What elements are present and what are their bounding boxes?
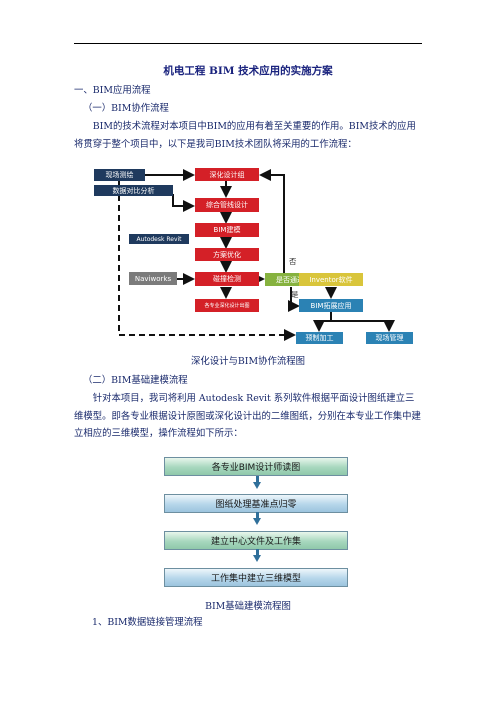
step-4: 工作集中建立三维模型 bbox=[164, 568, 348, 587]
box-navisworks: Naviworks bbox=[129, 272, 177, 285]
caption-collab: 深化设计与BIM协作流程图 bbox=[191, 356, 305, 367]
heading-collab-flow: （一）BIM协作流程 bbox=[83, 103, 169, 114]
box-deepen-drawings: 各专业深化设计出图 bbox=[195, 299, 259, 312]
box-site-mgmt: 现场管理 bbox=[366, 332, 413, 344]
box-pipeline-design: 综合管线设计 bbox=[195, 198, 259, 212]
collab-flow-diagram: 现场测绘 数据对比分析 深化设计组 综合管线设计 BIM建模 Autodesk … bbox=[91, 163, 413, 347]
box-clash-check: 碰撞检测 bbox=[195, 272, 259, 286]
step-2: 图纸处理基准点归零 bbox=[164, 494, 348, 513]
modeling-flow-diagram: 各专业BIM设计师读图 图纸处理基准点归零 建立中心文件及工作集 工作集中建立三… bbox=[164, 457, 348, 587]
heading-bim-process: 一、BIM应用流程 bbox=[74, 85, 151, 96]
label-yes: 是 bbox=[291, 290, 299, 299]
caption-modeling: BIM基础建模流程图 bbox=[205, 601, 291, 612]
arrow-down-icon bbox=[253, 512, 261, 525]
arrow-down-icon bbox=[253, 549, 261, 562]
heading-data-link: 1、BIM数据链接管理流程 bbox=[92, 617, 203, 628]
box-scheme-opt: 方案优化 bbox=[195, 248, 259, 261]
heading-modeling-flow: （二）BIM基础建模流程 bbox=[83, 375, 188, 386]
page-title: 机电工程 BIM 技术应用的实施方案 bbox=[163, 65, 333, 77]
box-revit: Autodesk Revit bbox=[129, 234, 189, 244]
box-site-survey: 现场测绘 bbox=[94, 169, 145, 181]
box-deepen-group: 深化设计组 bbox=[195, 168, 259, 181]
header-rule bbox=[74, 43, 422, 44]
box-bim-model: BIM建模 bbox=[195, 223, 259, 237]
box-prefab: 预制加工 bbox=[296, 332, 343, 344]
paragraph-collab: BIM的技术流程对本项目中BIM的应用有着至关重要的作用。BIM技术的应用将贯穿… bbox=[74, 121, 416, 150]
paragraph-modeling: 针对本项目，我司将利用 Autodesk Revit 系列软件根据平面设计图纸建… bbox=[74, 393, 421, 439]
label-no: 否 bbox=[289, 257, 297, 266]
step-3: 建立中心文件及工作集 bbox=[164, 531, 348, 550]
arrow-down-icon bbox=[253, 476, 261, 489]
flow-connectors bbox=[118, 169, 395, 341]
box-bim-ext: BIM拓展应用 bbox=[299, 299, 363, 312]
box-inventor: Inventor软件 bbox=[299, 273, 363, 286]
box-data-compare: 数据对比分析 bbox=[94, 185, 173, 196]
step-1: 各专业BIM设计师读图 bbox=[164, 457, 348, 476]
